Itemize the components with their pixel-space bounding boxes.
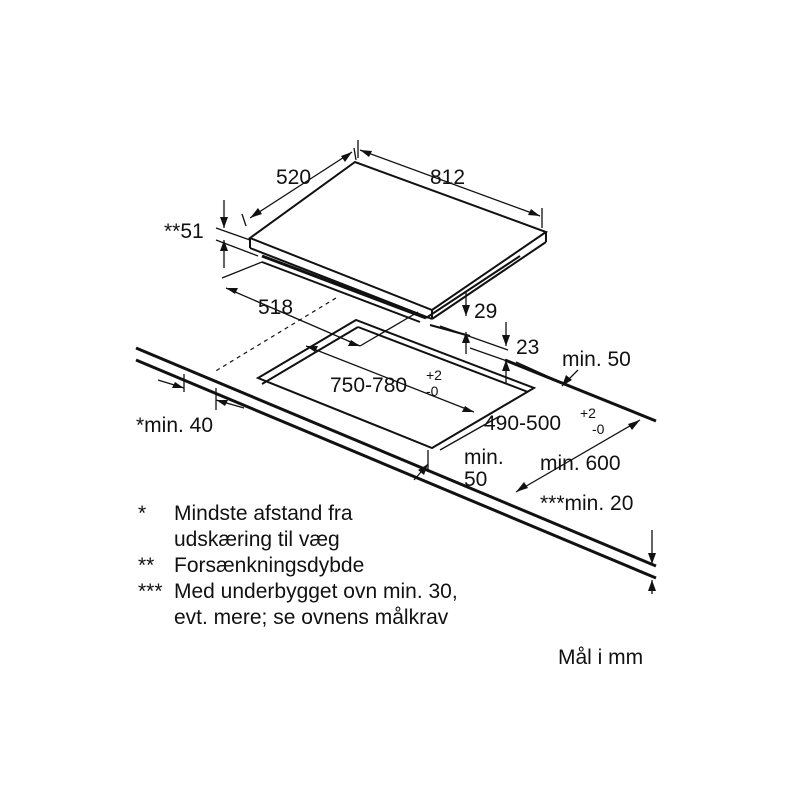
arrowhead — [648, 580, 656, 591]
extension-line — [359, 311, 419, 347]
cutout-depth-label: 490-500 — [484, 412, 561, 435]
cutout-depth-tol-plus: +2 — [580, 405, 596, 421]
extension-line — [221, 261, 263, 279]
arrowhead — [462, 406, 474, 412]
arrowhead — [250, 208, 262, 218]
cutout-depth-tol-minus: -0 — [592, 421, 605, 437]
dimension-hob-width: 812 — [357, 140, 543, 228]
hob-width-label: 812 — [430, 166, 465, 189]
legend: * Mindste afstand fra udskæring til væg … — [138, 502, 458, 629]
hob-recess-side-edge — [425, 255, 521, 319]
dimension-recess-depth: **51 — [164, 200, 259, 268]
extension-line — [241, 213, 247, 227]
front-clearance-label-line2: 50 — [464, 468, 487, 491]
dimension-hob-height: 29 — [462, 292, 497, 354]
cutout-offset-label: 518 — [258, 296, 293, 319]
units-note: Mål i mm — [558, 646, 643, 669]
dimension-worktop-thickness: ***min. 20 — [540, 492, 656, 594]
hob-recess-lower-edge — [261, 261, 421, 323]
recess-depth-label: **51 — [164, 220, 204, 243]
hob-side-lower-edge — [431, 241, 547, 320]
dimension-line — [225, 287, 361, 347]
dimension-line — [359, 149, 541, 217]
cutout-inner-left-edge — [261, 326, 359, 385]
hob — [247, 160, 549, 337]
arrowhead — [341, 152, 352, 162]
arrowhead — [502, 335, 510, 346]
extension-line — [469, 347, 511, 363]
worktop-front-edge-top — [135, 346, 657, 568]
worktop-thickness-label: ***min. 20 — [540, 492, 633, 515]
worktop-cutout — [255, 318, 537, 450]
dimension-hob-depth: 520 — [241, 147, 357, 227]
arrowhead — [348, 340, 360, 346]
dimension-front-clearance: min. 50 — [413, 446, 504, 491]
arrowhead — [502, 360, 510, 371]
legend-text-2: Forsænkningsdybde — [174, 554, 364, 577]
extension-line — [515, 361, 579, 391]
worktop-front-edge-bottom — [135, 358, 657, 580]
legend-text-3a: Med underbygget ovn min. 30, — [174, 580, 458, 603]
dimension-line — [439, 415, 501, 451]
legend-text-3b: evt. mere; se ovnens målkrav — [174, 606, 449, 629]
dimension-cutout-depth: 490-500 +2 -0 — [439, 405, 605, 451]
arrowhead — [226, 288, 238, 294]
worktop-gap-label: 23 — [516, 336, 539, 359]
cutout-width-tol-plus: +2 — [426, 367, 442, 383]
arrowhead — [528, 209, 540, 216]
worktop-rear-edge — [504, 358, 657, 423]
worktop — [135, 346, 657, 580]
front-clearance-label-line1: min. — [464, 446, 504, 469]
arrowhead — [216, 400, 228, 406]
dimension-line — [515, 419, 641, 493]
arrowhead — [462, 305, 470, 316]
arrowhead — [628, 420, 640, 430]
rear-wall-clearance-label: min. 50 — [562, 348, 631, 371]
cutout-width-label: 750-780 — [330, 374, 407, 397]
worktop-depth-label: min. 600 — [540, 452, 621, 475]
dimension-worktop-gap: 23 — [439, 322, 539, 384]
hob-recess-front-edge — [261, 254, 427, 320]
arrowhead — [462, 332, 470, 343]
dimension-cutout-offset: 518 — [213, 261, 419, 373]
arrowhead — [516, 482, 528, 492]
cutout-inner-rear-edge — [357, 326, 529, 393]
hob-depth-label: 520 — [276, 166, 311, 189]
extension-line — [439, 325, 509, 351]
hob-front-lower-edge — [249, 247, 433, 320]
arrowhead — [220, 217, 228, 228]
arrowhead — [306, 346, 318, 352]
arrowhead — [172, 382, 184, 388]
arrowhead — [220, 240, 228, 251]
dimension-side-wall-clearance: *min. 40 — [136, 374, 245, 437]
dimension-worktop-depth: min. 600 — [515, 419, 641, 493]
dimension-rear-wall-clearance: min. 50 — [515, 348, 631, 391]
legend-mark-2: ** — [138, 554, 154, 577]
arrowhead — [360, 150, 372, 157]
cutout-outline — [255, 318, 537, 450]
legend-text-1b: udskæring til væg — [174, 528, 340, 551]
arrowhead — [648, 553, 656, 564]
hob-height-label: 29 — [474, 300, 497, 323]
side-wall-clearance-label: *min. 40 — [136, 414, 213, 437]
cutout-width-tol-minus: -0 — [426, 383, 439, 399]
dimension-line — [305, 345, 475, 413]
dimension-line — [249, 151, 353, 219]
extension-line — [215, 239, 259, 257]
extension-line — [353, 147, 357, 161]
extension-line — [215, 227, 251, 241]
legend-mark-1: * — [138, 502, 146, 525]
arrowhead — [562, 375, 572, 386]
dimension-cutout-width: 750-780 +2 -0 — [305, 345, 475, 413]
legend-text-1a: Mindste afstand fra — [174, 502, 353, 525]
legend-mark-3: *** — [138, 580, 163, 603]
arrowhead — [418, 464, 428, 475]
